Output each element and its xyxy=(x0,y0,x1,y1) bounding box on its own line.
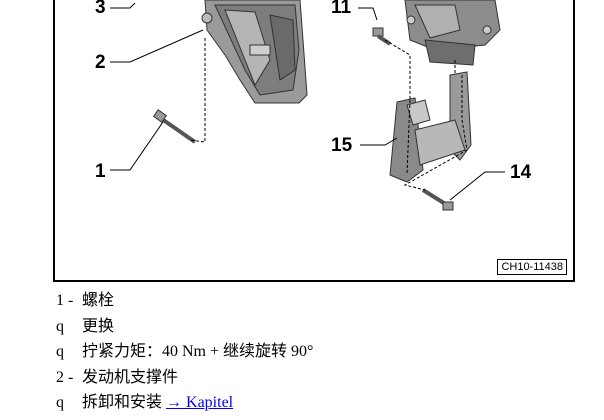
item-number: 1 - xyxy=(56,292,74,309)
engine-mount-drawing xyxy=(110,0,505,211)
bullet-marker: q xyxy=(56,317,64,335)
bolt-14 xyxy=(421,188,454,211)
item-text: 发动机支撑件 xyxy=(82,368,179,386)
callout-1: 1 xyxy=(95,161,106,182)
list-item: 1 - 螺栓 xyxy=(56,288,596,314)
list-item: q 更换 xyxy=(56,314,596,340)
engine-mount xyxy=(404,0,501,66)
bullet-marker: q xyxy=(56,343,64,361)
callout-3: 3 xyxy=(95,0,106,18)
bullet-marker: q xyxy=(56,394,64,412)
parts-list: 1 - 螺栓 q 更换 q 拧紧力矩：40 Nm + 继续旋转 90° 2 - … xyxy=(56,288,596,416)
callout-11: 11 xyxy=(331,0,352,18)
item-text: 更换 xyxy=(82,317,115,335)
list-item: q 拧紧力矩：40 Nm + 继续旋转 90° xyxy=(56,339,596,365)
bolt-11 xyxy=(372,27,392,46)
exploded-view-illustration: 3 11 2 15 1 14 CH10-11438 xyxy=(53,0,575,282)
list-item: 2 - 发动机支撑件 xyxy=(56,365,596,391)
bolt-1 xyxy=(152,109,197,144)
item-number: 2 - xyxy=(56,368,74,386)
callout-15: 15 xyxy=(331,135,353,156)
engine-support-bracket xyxy=(201,0,308,104)
chapter-link[interactable]: → Kapitel xyxy=(166,394,234,412)
assembly-lines xyxy=(189,38,468,191)
figure-code: CH10-11438 xyxy=(497,258,567,275)
callout-2: 2 xyxy=(95,52,106,73)
list-item: q 拆卸和安装 → Kapitel xyxy=(56,390,596,416)
item-text: 拧紧力矩：40 Nm + 继续旋转 90° xyxy=(82,343,314,361)
leader-lines xyxy=(110,2,505,201)
callout-14: 14 xyxy=(510,162,532,183)
mount-bracket-15 xyxy=(389,71,472,183)
item-text: 拆卸和安装 xyxy=(82,394,167,412)
item-text: 螺栓 xyxy=(82,292,115,309)
